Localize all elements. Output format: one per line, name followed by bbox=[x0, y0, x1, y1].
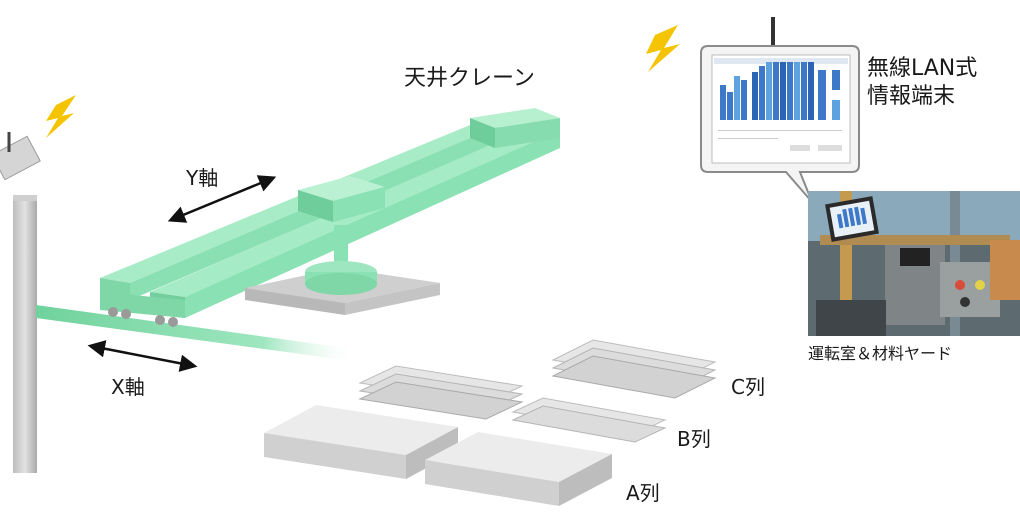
x-axis-rail bbox=[36, 305, 360, 362]
crane-label: 天井クレーン bbox=[404, 66, 535, 91]
access-point-left bbox=[0, 132, 41, 181]
lightning-bolt-icon bbox=[46, 95, 76, 138]
row-b-label: B列 bbox=[677, 427, 711, 451]
terminal-label-line2: 情報端末 bbox=[867, 83, 956, 109]
x-axis-arrow bbox=[87, 340, 198, 372]
x-axis-label: X軸 bbox=[111, 375, 145, 399]
row-c-label: C列 bbox=[731, 375, 765, 399]
row-a-label: A列 bbox=[626, 481, 660, 505]
hoist-lifter bbox=[245, 225, 440, 315]
support-pole bbox=[13, 195, 37, 473]
row-a-slabs bbox=[264, 405, 612, 506]
wireless-terminal bbox=[700, 45, 860, 203]
y-axis-arrow bbox=[167, 175, 277, 223]
terminal-label-line1: 無線LAN式 bbox=[867, 56, 978, 81]
control-room-label: 運転室＆材料ヤード bbox=[808, 344, 953, 363]
terminal-label: 無線LAN式 情報端末 bbox=[867, 55, 977, 110]
control-room-photo bbox=[808, 191, 1020, 336]
lightning-bolt-icon bbox=[646, 25, 680, 72]
middle-plates bbox=[358, 365, 524, 420]
overhead-crane bbox=[100, 108, 560, 327]
y-axis-label: Y軸 bbox=[186, 166, 219, 190]
row-c-plates bbox=[551, 339, 717, 399]
row-b-plates bbox=[511, 397, 667, 443]
